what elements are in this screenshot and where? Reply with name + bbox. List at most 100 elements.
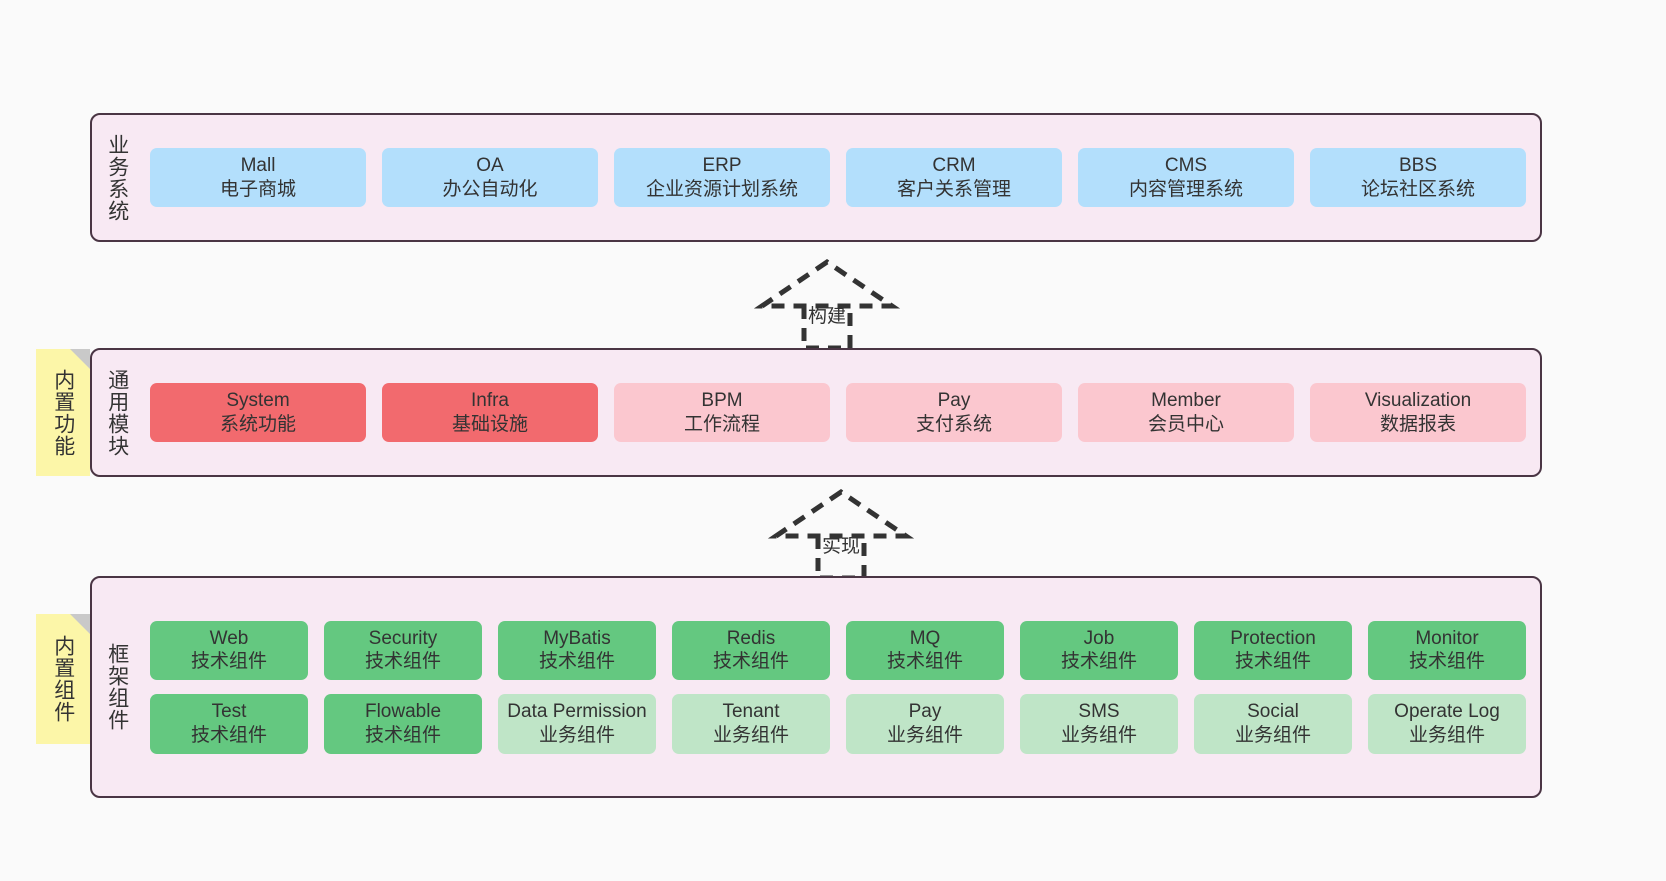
node-job[interactable]: Job 技术组件 <box>1020 620 1178 680</box>
node-title-en: Member <box>1151 389 1221 411</box>
node-title-cn: 内容管理系统 <box>1128 178 1243 200</box>
note-fold-corner-icon <box>70 614 90 634</box>
node-title-cn: 技术组件 <box>886 651 963 673</box>
node-title-cn: 技术组件 <box>364 651 441 673</box>
node-pay[interactable]: Pay 支付系统 <box>846 382 1062 443</box>
node-title-en: Monitor <box>1415 627 1479 649</box>
node-web[interactable]: Web 技术组件 <box>150 620 308 680</box>
node-mybatis[interactable]: MyBatis 技术组件 <box>498 620 656 680</box>
note-builtin-function: 内置功能 <box>36 349 90 476</box>
node-title-en: MyBatis <box>543 627 611 649</box>
node-operate-log[interactable]: Operate Log 业务组件 <box>1368 694 1526 754</box>
node-title-en: Operate Log <box>1394 701 1500 722</box>
node-flowable[interactable]: Flowable 技术组件 <box>324 694 482 754</box>
node-title-en: System <box>226 389 290 411</box>
node-mall[interactable]: Mall 电子商城 <box>150 147 366 208</box>
node-title-cn: 业务组件 <box>1060 724 1137 746</box>
node-oa[interactable]: OA 办公自动化 <box>382 147 598 208</box>
node-visualization[interactable]: Visualization 数据报表 <box>1310 382 1526 443</box>
node-title-cn: 技术组件 <box>1060 651 1137 673</box>
node-system[interactable]: System 系统功能 <box>150 382 366 443</box>
node-title-cn: 技术组件 <box>364 724 441 746</box>
note-label: 内置组件 <box>51 635 75 723</box>
node-title-cn: 工作流程 <box>683 413 760 435</box>
node-social[interactable]: Social 业务组件 <box>1194 694 1352 754</box>
node-redis[interactable]: Redis 技术组件 <box>672 620 830 680</box>
node-title-en: BPM <box>701 389 743 411</box>
node-title-en: Test <box>211 701 247 722</box>
node-title-cn: 客户关系管理 <box>896 178 1011 200</box>
node-erp[interactable]: ERP 企业资源计划系统 <box>614 147 830 208</box>
node-title-cn: 电子商城 <box>219 178 296 200</box>
node-title-cn: 系统功能 <box>219 413 296 435</box>
node-title-cn: 业务组件 <box>1234 724 1311 746</box>
generalization-arrow-icon <box>753 258 901 351</box>
node-bbs[interactable]: BBS 论坛社区系统 <box>1310 147 1526 208</box>
node-mq[interactable]: MQ 技术组件 <box>846 620 1004 680</box>
node-title-en: Flowable <box>364 701 442 722</box>
note-label: 内置功能 <box>51 368 75 457</box>
node-title-cn: 技术组件 <box>190 651 267 673</box>
connector-realize: 实现 <box>766 488 916 581</box>
node-title-cn: 业务组件 <box>712 724 789 746</box>
node-title-en: OA <box>476 154 504 176</box>
node-title-en: Pay <box>937 389 971 411</box>
node-title-cn: 技术组件 <box>538 651 615 673</box>
node-title-en: Infra <box>470 389 510 411</box>
node-cms[interactable]: CMS 内容管理系统 <box>1078 147 1294 208</box>
node-tenant[interactable]: Tenant 业务组件 <box>672 694 830 754</box>
node-title-cn: 数据报表 <box>1379 413 1456 435</box>
node-row: System 系统功能 Infra 基础设施 BPM 工作流程 Pay 支付系统… <box>150 382 1526 443</box>
node-title-en: Visualization <box>1364 389 1472 411</box>
node-title-en: Mall <box>240 154 276 176</box>
node-title-cn: 技术组件 <box>712 651 789 673</box>
node-title-cn: 企业资源计划系统 <box>645 178 798 200</box>
node-title-cn: 技术组件 <box>1234 651 1311 673</box>
node-title-en: Pay <box>908 701 942 722</box>
node-title-cn: 业务组件 <box>1408 724 1485 746</box>
layer-title-common-module: 通用模块 <box>105 368 129 457</box>
node-security[interactable]: Security 技术组件 <box>324 620 482 680</box>
node-row: Mall 电子商城 OA 办公自动化 ERP 企业资源计划系统 CRM 客户关系… <box>150 147 1526 208</box>
node-monitor[interactable]: Monitor 技术组件 <box>1368 620 1526 680</box>
node-crm[interactable]: CRM 客户关系管理 <box>846 147 1062 208</box>
node-sms[interactable]: SMS 业务组件 <box>1020 694 1178 754</box>
node-title-en: Security <box>368 627 438 649</box>
node-title-en: Data Permission <box>507 701 647 722</box>
node-data-permission[interactable]: Data Permission 业务组件 <box>498 694 656 754</box>
note-fold-corner-icon <box>70 349 90 369</box>
node-title-cn: 论坛社区系统 <box>1360 178 1475 200</box>
node-title-en: Social <box>1247 701 1299 722</box>
node-title-cn: 支付系统 <box>915 413 992 435</box>
node-title-en: CRM <box>932 154 976 176</box>
node-title-cn: 办公自动化 <box>442 178 538 200</box>
note-builtin-component: 内置组件 <box>36 614 90 744</box>
node-title-en: SMS <box>1078 701 1120 722</box>
node-title-cn: 业务组件 <box>886 724 963 746</box>
node-protection[interactable]: Protection 技术组件 <box>1194 620 1352 680</box>
node-title-en: Protection <box>1230 627 1316 649</box>
node-title-en: Web <box>209 627 249 649</box>
layer-title-business-system: 业务系统 <box>105 133 129 222</box>
node-title-cn: 技术组件 <box>190 724 267 746</box>
node-bpm[interactable]: BPM 工作流程 <box>614 382 830 443</box>
node-member[interactable]: Member 会员中心 <box>1078 382 1294 443</box>
node-title-en: ERP <box>702 154 742 176</box>
node-title-cn: 业务组件 <box>538 724 615 746</box>
node-title-en: BBS <box>1398 154 1438 176</box>
node-pay-business[interactable]: Pay 业务组件 <box>846 694 1004 754</box>
node-title-en: CMS <box>1164 154 1208 176</box>
node-title-en: MQ <box>909 627 941 649</box>
node-title-en: Job <box>1083 627 1115 649</box>
generalization-arrow-icon <box>767 488 915 581</box>
node-infra[interactable]: Infra 基础设施 <box>382 382 598 443</box>
node-title-cn: 技术组件 <box>1408 651 1485 673</box>
layer-common-module: 通用模块 System 系统功能 Infra 基础设施 BPM 工作流程 Pay… <box>90 348 1542 477</box>
layer-body-business-system: Mall 电子商城 OA 办公自动化 ERP 企业资源计划系统 CRM 客户关系… <box>142 115 1540 240</box>
node-title-en: Redis <box>726 627 776 649</box>
node-row: Test 技术组件 Flowable 技术组件 Data Permission … <box>150 694 1526 754</box>
connector-build: 构建 <box>752 258 902 351</box>
node-test[interactable]: Test 技术组件 <box>150 694 308 754</box>
layer-framework-component: 框架组件 Web 技术组件 Security 技术组件 MyBatis 技术组件… <box>90 576 1542 798</box>
